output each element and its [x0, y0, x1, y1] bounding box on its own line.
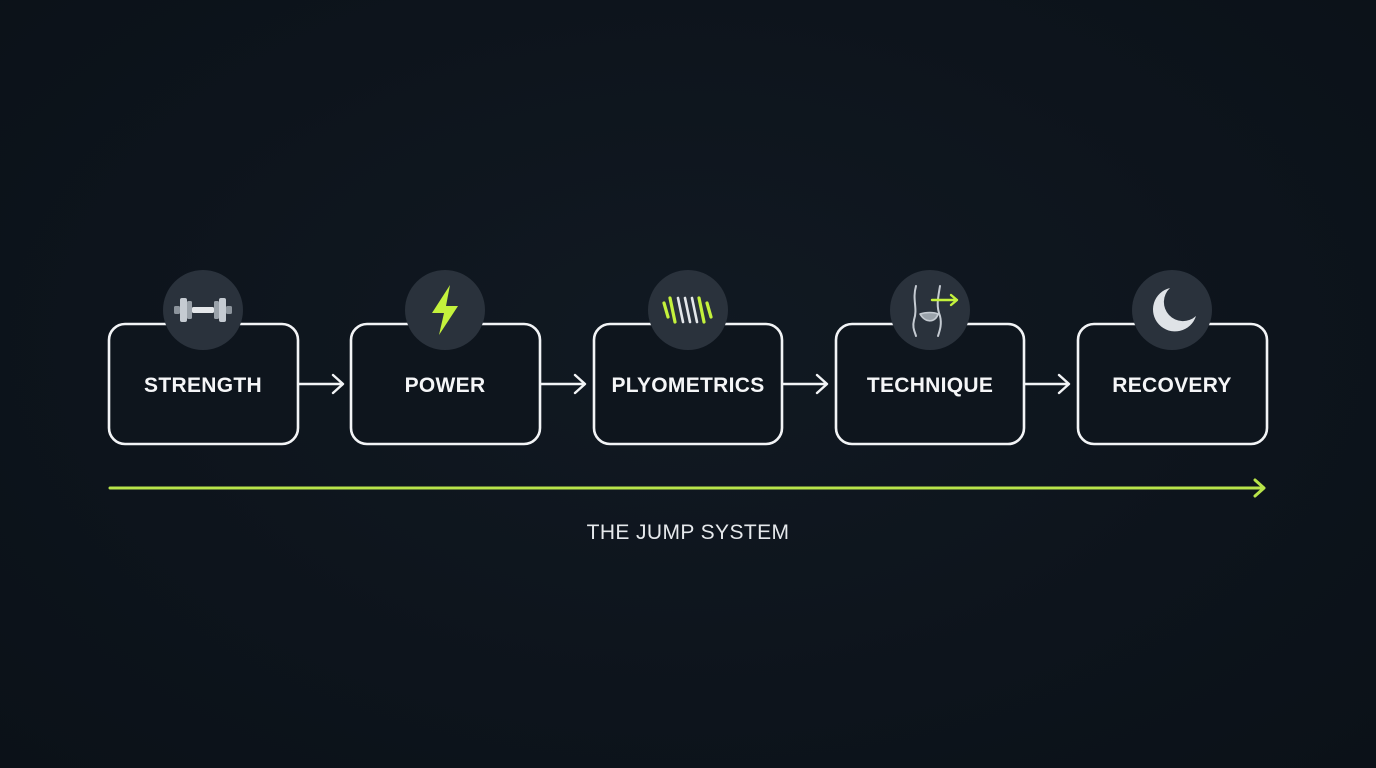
- stage-plyometrics: PLYOMETRICS: [592, 270, 784, 446]
- stage-label: PLYOMETRICS: [611, 374, 764, 397]
- moon-icon: [1153, 288, 1196, 332]
- stage-strength: STRENGTH: [107, 270, 300, 446]
- stage-label: POWER: [405, 374, 486, 397]
- diagram-caption: THE JUMP SYSTEM: [587, 521, 790, 544]
- dumbbell-icon: [174, 298, 232, 322]
- arrow-right-icon: [781, 373, 829, 395]
- stage-label: TECHNIQUE: [867, 374, 993, 397]
- arrow-right-icon: [1023, 373, 1071, 395]
- arrow-right-icon: [297, 373, 345, 395]
- stage-label: STRENGTH: [144, 374, 262, 397]
- arrow-right-icon: [539, 373, 587, 395]
- lightning-bolt-icon: [432, 285, 458, 335]
- body-motion-icon: [912, 285, 959, 337]
- stage-label: RECOVERY: [1112, 374, 1231, 397]
- stage-recovery: RECOVERY: [1076, 270, 1269, 446]
- icon-badge: [1132, 270, 1212, 350]
- spring-icon: [662, 296, 713, 324]
- timeline-arrow: [108, 478, 1266, 498]
- stage-technique: TECHNIQUE: [834, 270, 1026, 446]
- stage-power: POWER: [349, 270, 542, 446]
- icon-badge: [890, 270, 970, 350]
